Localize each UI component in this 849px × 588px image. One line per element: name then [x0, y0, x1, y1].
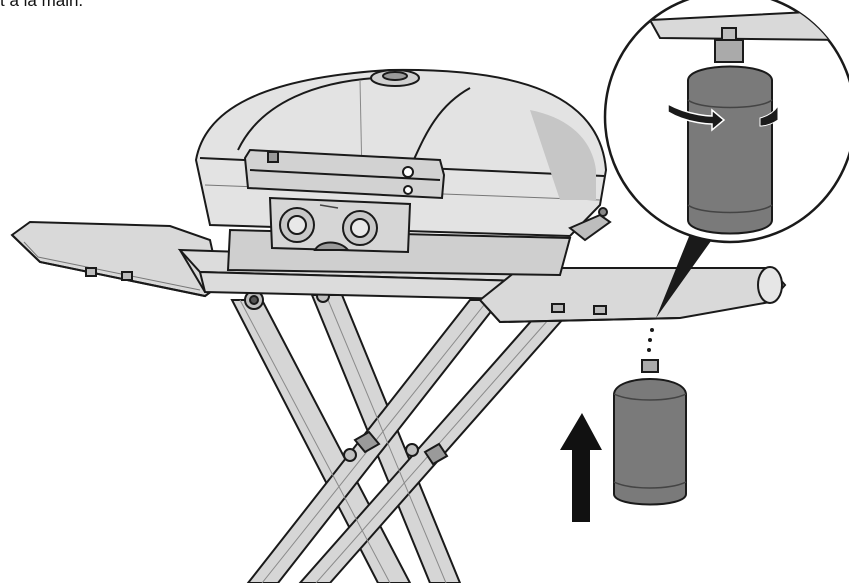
up-arrow-icon [560, 413, 602, 522]
detail-magnifier [603, 0, 849, 244]
gas-drips [647, 328, 654, 352]
callout-pointer [656, 234, 716, 318]
control-panel [268, 196, 412, 254]
rotate-arrow-icon [667, 102, 779, 132]
regulator [568, 207, 612, 242]
propane-cylinder [613, 359, 687, 506]
lid-handle [243, 148, 446, 200]
caption-text: t à la main. [0, 0, 84, 10]
leg-hinges [244, 289, 449, 466]
stand-legs [230, 294, 581, 584]
left-side-table [10, 220, 222, 298]
